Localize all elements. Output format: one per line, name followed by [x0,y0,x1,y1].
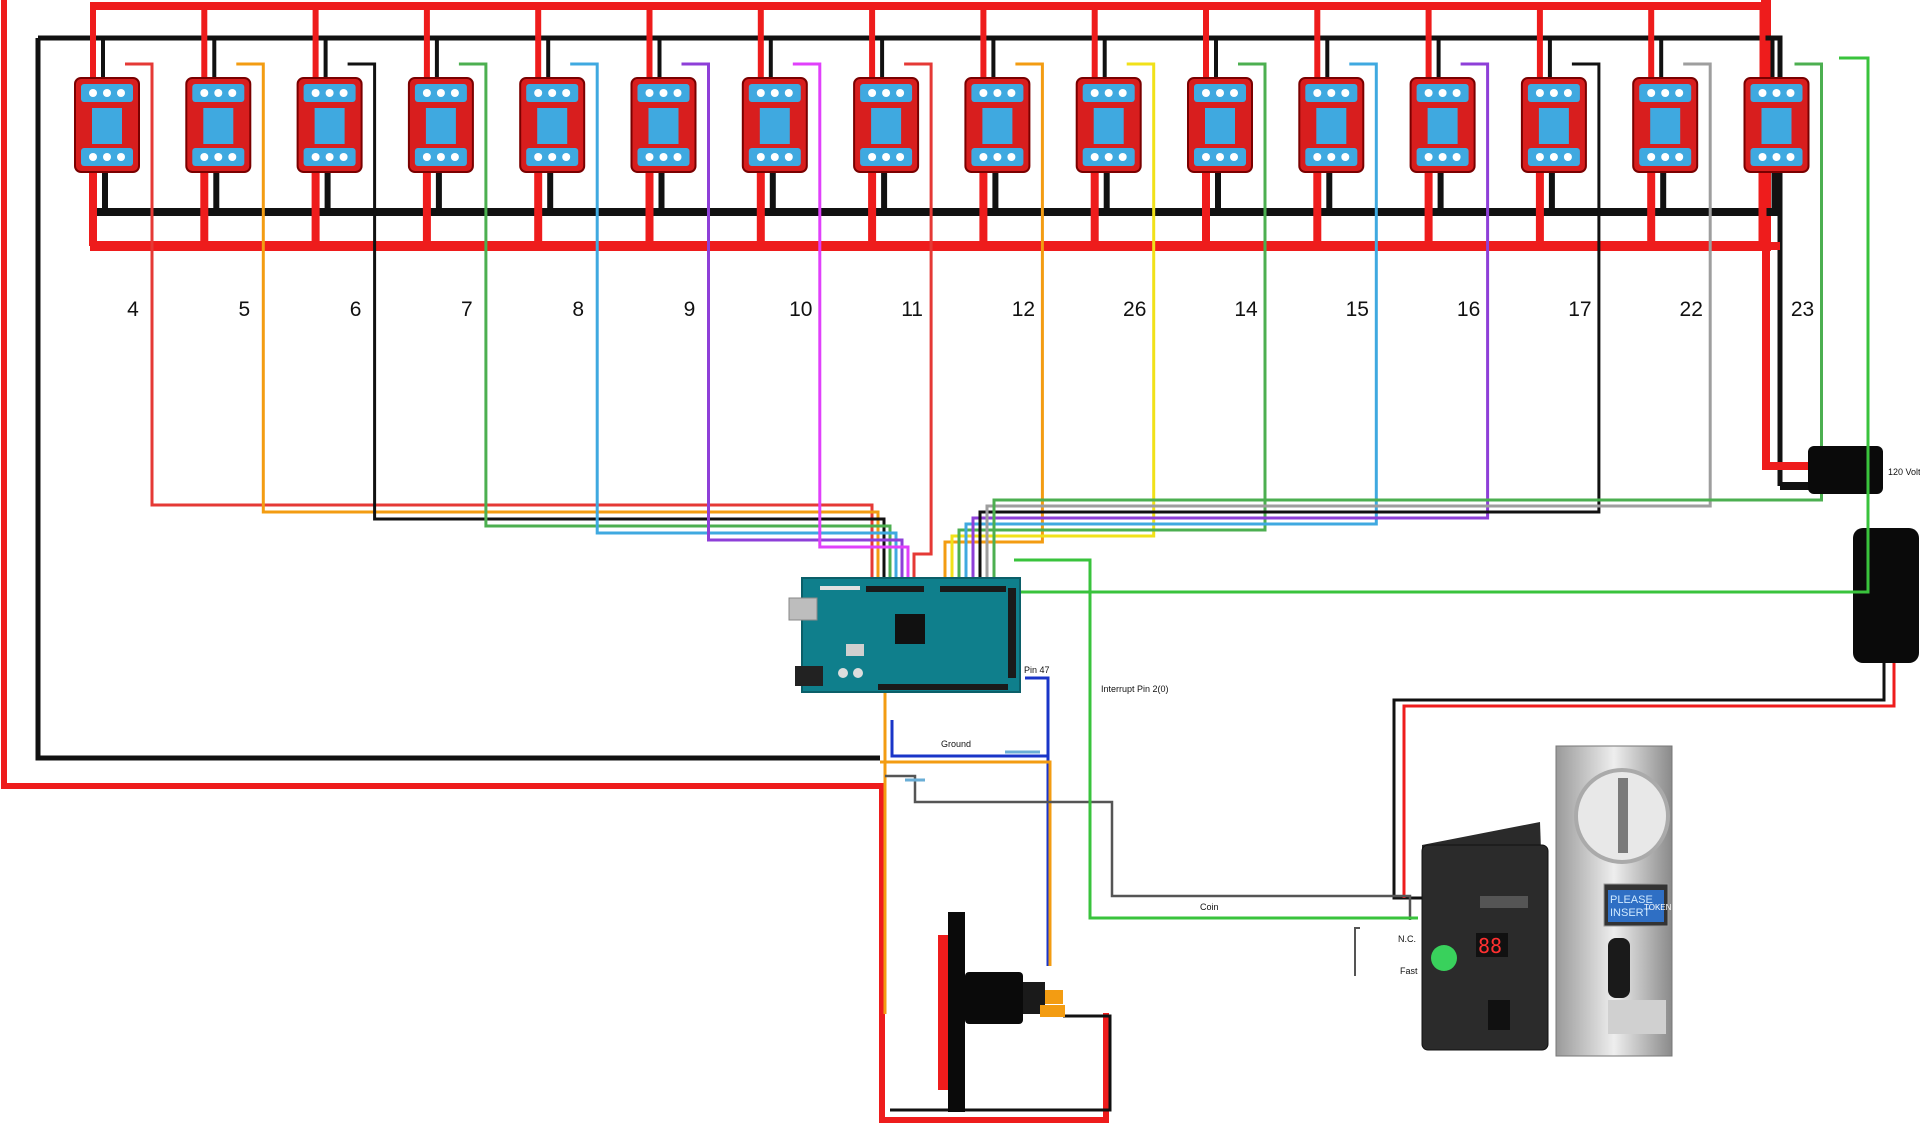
pin-label-6: 6 [350,298,362,321]
relay-module-6 [296,77,363,173]
relay-module-9 [630,77,697,173]
coin-display: 88 [1478,934,1502,958]
relay-module-10 [741,77,808,173]
interrupt-label: Interrupt Pin 2(0) [1101,684,1169,694]
signal-wire-9 [681,62,904,580]
pin-label-9: 9 [684,298,696,321]
pin-labels: 4 5 6 7 8 9 10 11 12 26 14 15 16 17 22 23 [127,298,1814,321]
coin-label: Coin [1200,902,1219,912]
nc-label: N.C. [1398,934,1416,944]
pin-label-15: 15 [1346,298,1369,321]
ground-label: Ground [941,739,971,749]
coin-lcd-side: TOKEN [1644,903,1672,912]
relay-module-8 [519,77,586,173]
pin-label-17: 17 [1568,298,1591,321]
signal-wires [125,62,1823,580]
relay-module-4 [74,77,140,173]
power-supply-module: 120 Volts [1808,446,1920,494]
signal-wire-4 [125,62,874,580]
pin-label-7: 7 [461,298,473,321]
coin-power-adapter [1012,56,1919,900]
coin-lcd-line2: INSERT [1610,907,1650,919]
relay-module-11 [853,77,920,173]
arduino-mega-board [788,577,1021,693]
relay-module-17 [1520,77,1587,173]
pin-label-12: 12 [1012,298,1035,321]
signal-wire-16 [971,62,1490,580]
arcade-button[interactable] [938,912,1065,1112]
pin-label-4: 4 [127,298,139,321]
signal-wire-5 [236,62,880,580]
signal-wire-8 [570,62,898,580]
signal-wire-22 [985,62,1712,580]
relay-module-15 [1298,77,1365,173]
pin-label-5: 5 [238,298,250,321]
control-wires [880,558,1418,1112]
relay-modules [74,6,1810,246]
relay-module-16 [1409,77,1476,173]
signal-wire-10 [792,62,910,580]
relay-module-26 [1075,77,1142,173]
pin-label-10: 10 [789,298,812,321]
pin-label-11: 11 [901,298,923,321]
pin-label-16: 16 [1457,298,1480,321]
fast-label: Fast [1400,966,1418,976]
pin-label-14: 14 [1234,298,1258,321]
pin-label-23: 23 [1791,298,1814,321]
coin-lcd-line1: PLEASE [1610,894,1653,906]
pin-label-22: 22 [1680,298,1703,321]
signal-wire-15 [964,62,1378,580]
coin-acceptor-led [1431,945,1457,971]
signal-wire-23 [992,62,1823,580]
signal-wire-17 [978,62,1601,580]
signal-wire-14 [957,62,1267,580]
relay-module-5 [185,77,252,173]
signal-wire-11 [904,62,933,580]
pin47-label: Pin 47 [1024,665,1050,675]
signal-wire-12 [943,62,1044,580]
relay-module-14 [1187,77,1253,173]
signal-wire-26 [950,62,1156,580]
pin-label-26: 26 [1123,298,1146,321]
coin-acceptor: 88 PLEASE INSERT TOKEN [1421,745,1673,1057]
power-supply-label: 120 Volts [1888,467,1920,477]
relay-module-22 [1632,77,1699,173]
relay-module-23 [1743,77,1810,173]
pin-label-8: 8 [572,298,584,321]
signal-wire-7 [458,62,892,580]
relay-module-12 [964,77,1031,173]
relay-module-7 [407,77,474,173]
